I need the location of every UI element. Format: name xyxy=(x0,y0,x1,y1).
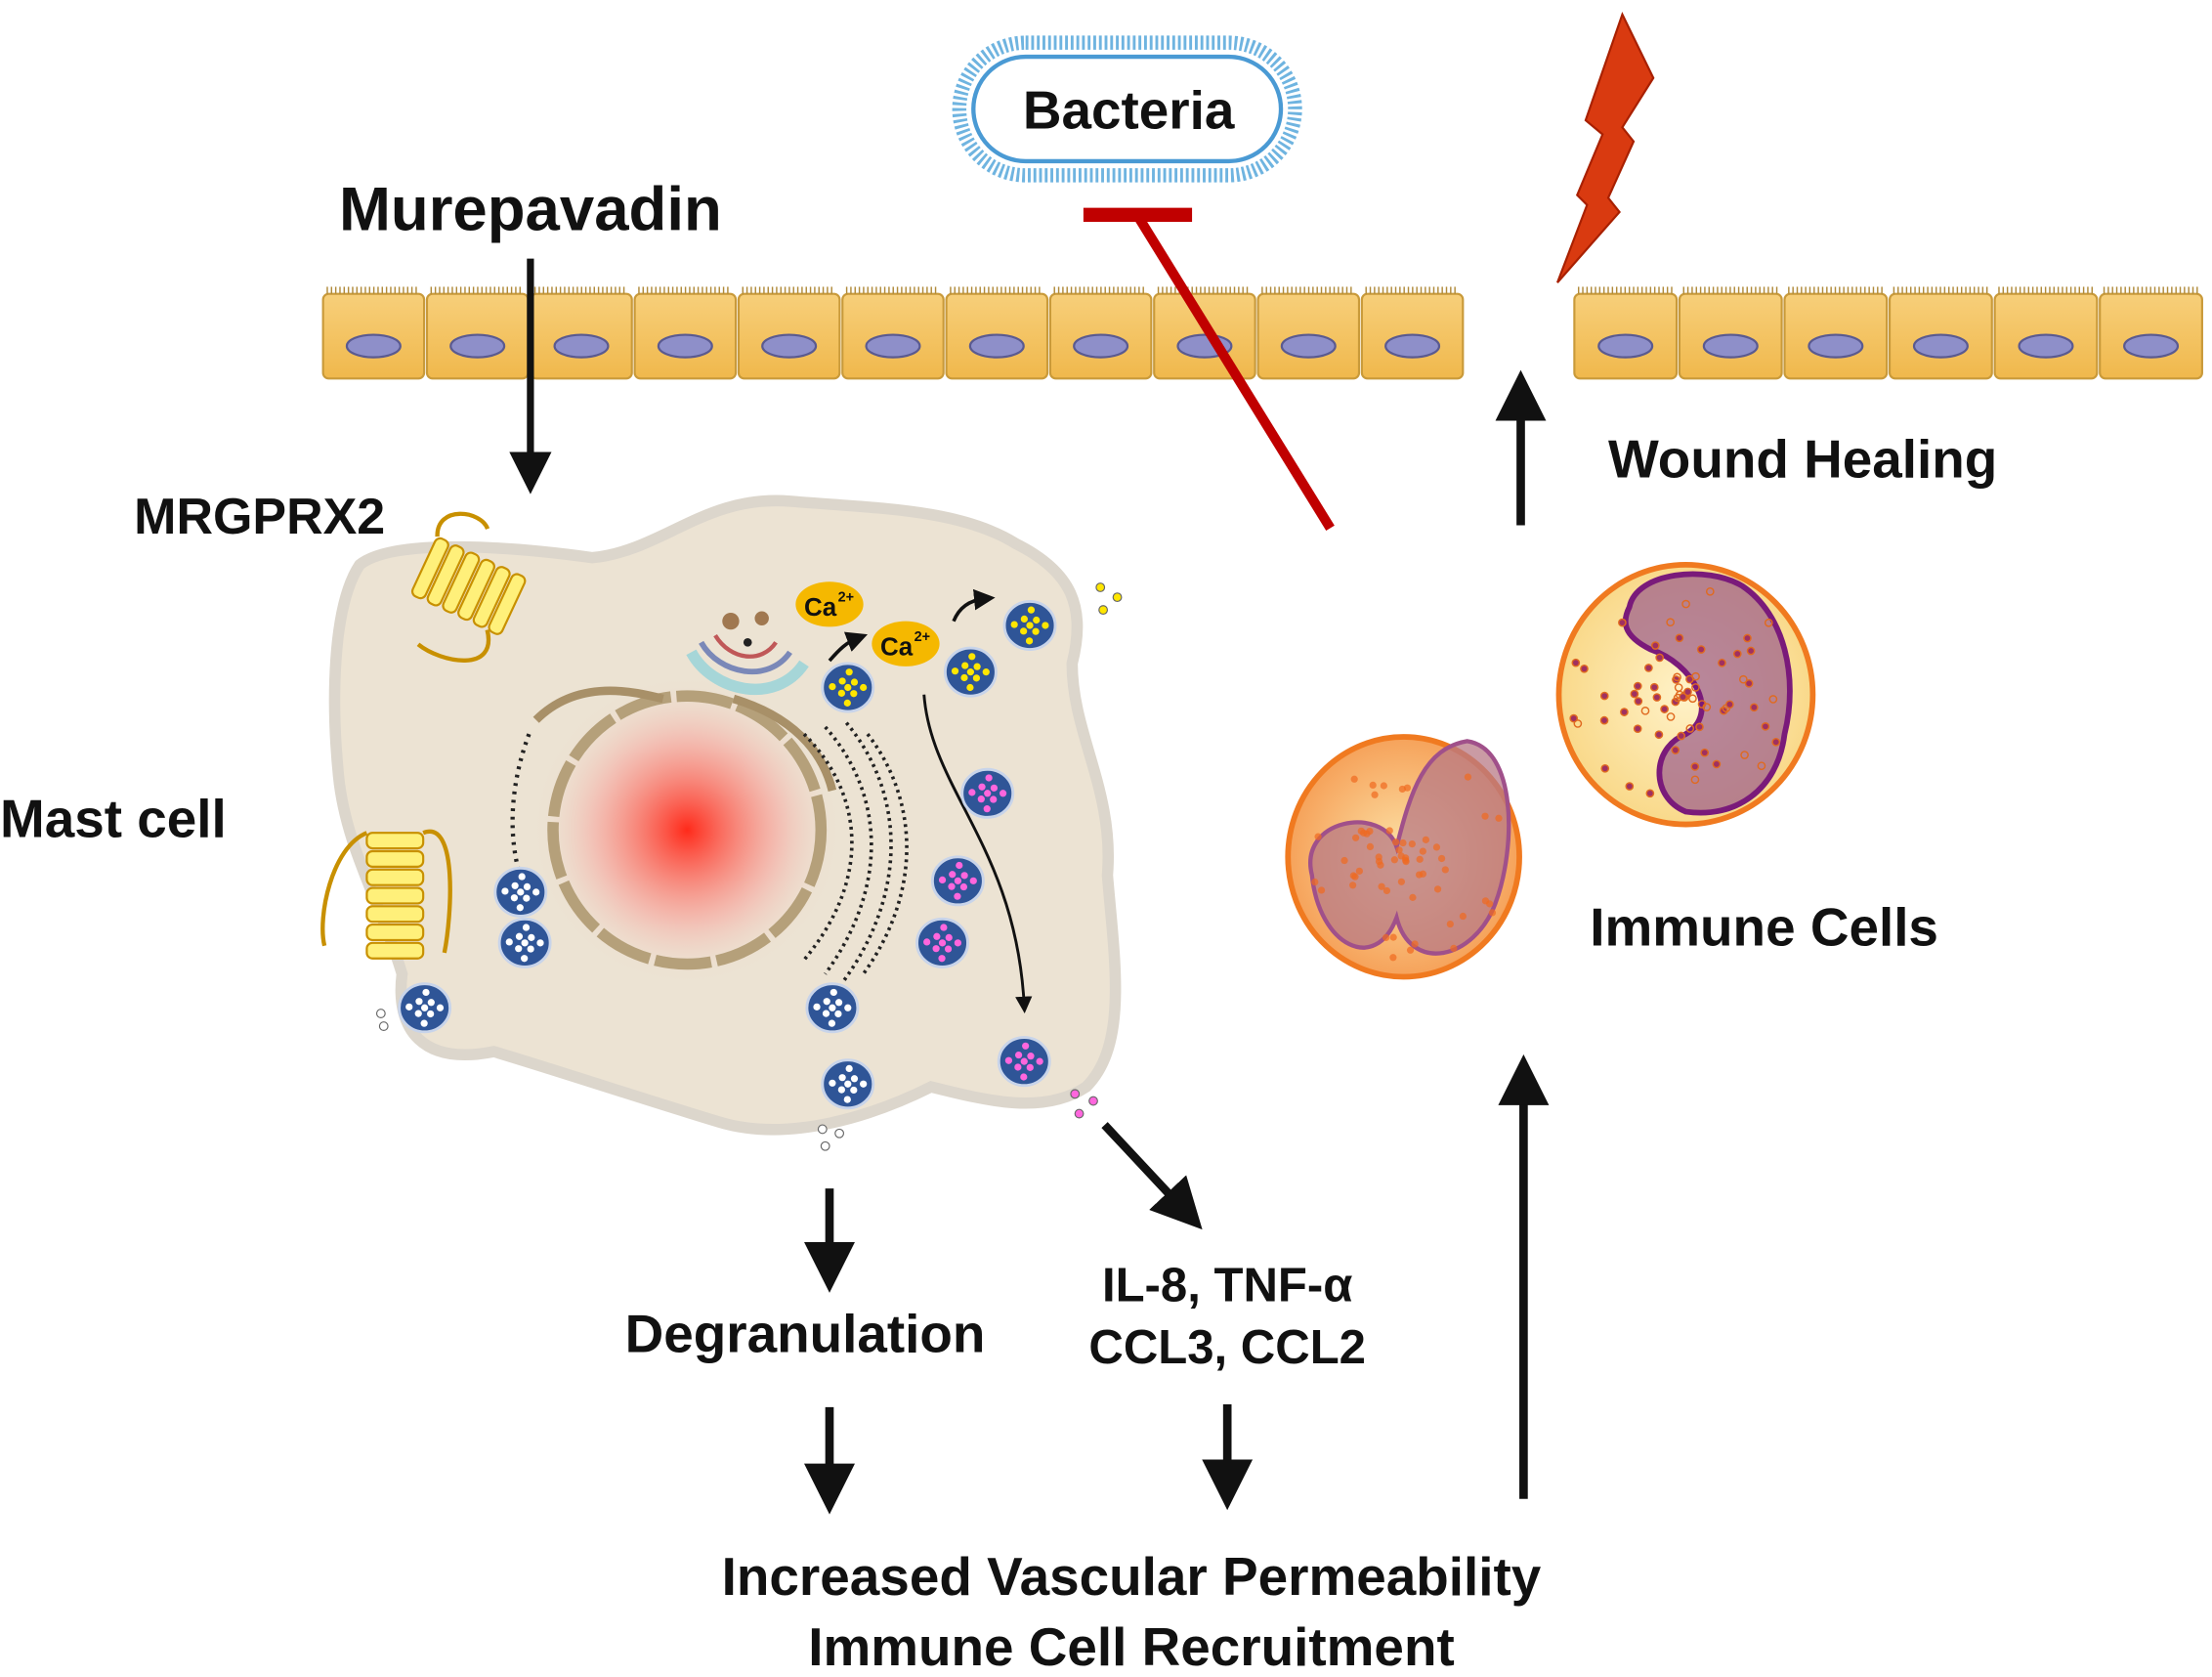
released-mediator xyxy=(1098,605,1109,616)
epithelial-cell xyxy=(633,286,738,380)
wound-healing-label: Wound Healing xyxy=(1608,428,1997,489)
arrow-to-cytokines xyxy=(1101,1122,1203,1230)
granule xyxy=(493,866,548,918)
epithelial-cell xyxy=(1678,286,1783,380)
released-mediator xyxy=(1074,1108,1085,1119)
svg-text:Ca: Ca xyxy=(880,631,914,661)
cytokines-label-1: IL-8, TNF-α xyxy=(1102,1260,1352,1312)
secretion-pathway-arrow xyxy=(922,694,1033,1014)
granule xyxy=(1002,599,1057,651)
granule xyxy=(398,982,452,1034)
released-mediator xyxy=(820,1140,830,1151)
released-mediator xyxy=(378,1021,389,1031)
epithelial-cell xyxy=(737,286,841,380)
receptor-label: MRGPRX2 xyxy=(134,489,385,545)
epithelial-cell xyxy=(321,286,426,380)
granule xyxy=(915,917,969,968)
granule xyxy=(821,662,875,713)
calcium-ion-1: Ca 2+ xyxy=(795,581,864,627)
granule xyxy=(960,767,1015,819)
svg-text:2+: 2+ xyxy=(915,629,930,645)
drug-label: Murepavadin xyxy=(339,175,722,244)
epithelial-cell xyxy=(1888,286,1993,380)
released-mediator xyxy=(375,1009,386,1018)
epithelial-cell xyxy=(945,286,1049,380)
granule xyxy=(997,1036,1051,1088)
bacteria: Bacteria xyxy=(952,35,1302,183)
cytokines-label-2: CCL3, CCL2 xyxy=(1088,1321,1366,1374)
released-mediator xyxy=(834,1128,845,1139)
epithelium-left xyxy=(321,286,1465,380)
epithelial-cell xyxy=(841,286,945,380)
epithelial-cell xyxy=(1993,286,2099,380)
granules xyxy=(375,582,1123,1151)
granule xyxy=(805,982,860,1034)
granule xyxy=(930,855,985,907)
granule xyxy=(821,1058,875,1110)
released-mediator xyxy=(1088,1096,1098,1106)
released-mediator xyxy=(1095,582,1106,592)
injury-lightning-icon xyxy=(1556,11,1655,283)
epithelial-cell xyxy=(1256,286,1361,380)
epithelial-cell xyxy=(425,286,530,380)
svg-text:Ca: Ca xyxy=(804,592,837,622)
golgi-apparatus xyxy=(686,611,809,695)
inhibition-arrow xyxy=(1083,207,1335,532)
granule xyxy=(497,917,552,968)
outcome-label-1: Increased Vascular Permeability xyxy=(722,1546,1542,1607)
outcome-label-2: Immune Cell Recruitment xyxy=(808,1616,1455,1677)
epithelial-cell xyxy=(530,286,633,380)
mrgprx2-receptor-1 xyxy=(410,511,527,663)
epithelial-cell xyxy=(1573,286,1679,380)
released-mediator xyxy=(1112,592,1123,603)
epithelial-cell xyxy=(1048,286,1153,380)
calcium-ion-2: Ca 2+ xyxy=(872,621,940,666)
mrgprx2-receptor-2 xyxy=(320,829,452,960)
epithelial-cell xyxy=(1783,286,1889,380)
epithelium-right xyxy=(1573,286,2203,380)
degranulation-label: Degranulation xyxy=(625,1304,986,1364)
released-mediator xyxy=(1070,1089,1081,1099)
immune-cells-label: Immune Cells xyxy=(1590,897,1938,958)
svg-text:2+: 2+ xyxy=(838,589,854,605)
bacteria-label: Bacteria xyxy=(1023,80,1235,141)
released-mediator xyxy=(817,1124,828,1135)
cytoplasmic-granules xyxy=(1311,586,1781,962)
cell-label: Mast cell xyxy=(0,789,227,849)
granule xyxy=(943,646,998,698)
mast-cell-nucleus xyxy=(510,674,909,986)
epithelial-cell xyxy=(2099,286,2203,380)
epithelial-cell xyxy=(1360,286,1465,380)
